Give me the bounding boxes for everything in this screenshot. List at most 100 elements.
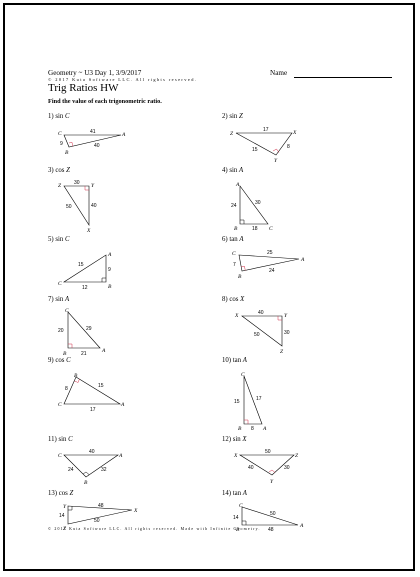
triangle-figure-6: C A B 25 7 24 <box>232 250 305 280</box>
svg-text:18: 18 <box>252 226 258 232</box>
problem-12: 12) sin X <box>222 436 247 443</box>
svg-text:40: 40 <box>258 310 264 316</box>
problem-1: 1) sin C <box>48 113 70 120</box>
svg-text:14: 14 <box>233 515 239 521</box>
svg-text:48: 48 <box>98 503 104 509</box>
svg-text:30: 30 <box>284 465 290 471</box>
svg-text:30: 30 <box>74 180 80 186</box>
triangle-figure-13: Y X Z 48 14 50 <box>59 503 138 532</box>
svg-text:40: 40 <box>91 203 97 209</box>
problem-13: 13) cos Z <box>48 490 74 497</box>
svg-text:C: C <box>58 281 62 287</box>
svg-text:25: 25 <box>267 250 273 256</box>
name-label: Name <box>270 69 288 77</box>
svg-text:8: 8 <box>287 144 290 150</box>
svg-text:X: X <box>234 313 239 319</box>
svg-text:A: A <box>235 182 240 188</box>
svg-text:50: 50 <box>66 204 72 210</box>
svg-text:32: 32 <box>101 467 107 473</box>
svg-text:A: A <box>121 132 126 138</box>
svg-text:B: B <box>65 150 69 156</box>
problem-5: 5) sin C <box>48 236 70 243</box>
svg-text:30: 30 <box>255 200 261 206</box>
svg-text:C: C <box>58 402 62 408</box>
svg-text:Z: Z <box>280 349 284 355</box>
svg-text:50: 50 <box>270 511 276 517</box>
svg-text:C: C <box>58 131 62 137</box>
svg-text:50: 50 <box>94 518 100 524</box>
triangle-figure-2: Z X Y 17 15 8 <box>230 127 297 164</box>
svg-text:X: X <box>133 508 138 514</box>
svg-text:8: 8 <box>65 386 68 392</box>
svg-text:Y: Y <box>91 183 95 189</box>
svg-text:C: C <box>58 453 62 459</box>
problem-4: 4) sin A <box>222 167 244 174</box>
svg-text:50: 50 <box>254 332 260 338</box>
triangle-figure-4: A B C 30 24 18 <box>231 182 273 232</box>
problem-2: 2) sin Z <box>222 113 243 120</box>
triangle-figure-3: Z Y X 30 50 40 <box>58 180 97 234</box>
triangle-figure-12: X Z Y 50 40 30 <box>233 449 299 485</box>
problem-7: 7) sin A <box>48 296 70 303</box>
triangle-figure-1: C A B 41 9 40 <box>58 129 126 156</box>
worksheet-title: Trig Ratios HW <box>48 82 119 94</box>
triangle-figure-9: B C A 8 15 17 <box>58 373 125 413</box>
svg-text:15: 15 <box>98 383 104 389</box>
svg-text:B: B <box>108 284 112 290</box>
svg-text:C: C <box>241 372 245 378</box>
svg-text:17: 17 <box>256 396 262 402</box>
svg-text:A: A <box>299 523 304 529</box>
svg-text:17: 17 <box>90 407 96 413</box>
svg-text:C: C <box>269 226 273 232</box>
triangle-figure-8: X Y Z 40 50 30 <box>234 310 290 355</box>
svg-text:A: A <box>262 426 267 432</box>
svg-text:X: X <box>292 130 297 136</box>
svg-text:C: C <box>65 308 69 314</box>
triangle-figure-5: A C B 15 9 12 <box>58 252 112 291</box>
svg-text:Z: Z <box>295 453 299 459</box>
course-line: Geometry ~ U3 Day 1, 3/9/2017 <box>48 69 142 77</box>
svg-text:24: 24 <box>231 203 237 209</box>
svg-text:B: B <box>74 373 78 379</box>
svg-text:A: A <box>118 453 123 459</box>
problem-6: 6) tan A <box>222 236 244 243</box>
svg-text:40: 40 <box>94 143 100 149</box>
svg-text:B: B <box>234 226 238 232</box>
svg-text:B: B <box>63 351 67 357</box>
svg-text:B: B <box>238 274 242 280</box>
svg-text:Z: Z <box>58 183 62 189</box>
svg-text:48: 48 <box>268 527 274 533</box>
svg-text:9: 9 <box>108 267 111 273</box>
svg-text:50: 50 <box>265 449 271 455</box>
problem-10: 10) tan A <box>222 357 247 364</box>
svg-text:7: 7 <box>233 262 236 268</box>
svg-text:B: B <box>84 480 88 486</box>
triangle-figure-7: C B A 29 20 21 <box>58 308 106 357</box>
svg-text:B: B <box>238 426 242 432</box>
svg-text:8: 8 <box>251 426 254 432</box>
svg-text:Y: Y <box>270 479 274 485</box>
svg-text:Y: Y <box>284 313 288 319</box>
svg-text:29: 29 <box>86 326 92 332</box>
svg-text:Z: Z <box>63 526 67 532</box>
triangle-figure-14: C A B 50 14 48 <box>233 503 304 533</box>
footer-copyright: © 2017 Kuta Software LLC. All rights res… <box>48 527 261 531</box>
svg-text:15: 15 <box>234 399 240 405</box>
svg-text:C: C <box>239 503 243 509</box>
svg-text:Y: Y <box>274 158 278 164</box>
problem-8: 8) cos X <box>222 296 245 303</box>
copyright-text: © 2017 Kuta Software LLC. All rights res… <box>48 77 198 82</box>
svg-text:X: X <box>233 453 238 459</box>
svg-text:17: 17 <box>263 127 269 133</box>
svg-text:A: A <box>101 348 106 354</box>
svg-text:24: 24 <box>68 467 74 473</box>
svg-text:C: C <box>232 251 236 257</box>
svg-text:30: 30 <box>284 330 290 336</box>
problem-9: 9) cos C <box>48 357 71 364</box>
name-field-line[interactable] <box>294 77 392 78</box>
problem-3: 3) cos Z <box>48 167 70 174</box>
svg-text:20: 20 <box>58 328 64 334</box>
svg-text:21: 21 <box>81 351 87 357</box>
svg-text:9: 9 <box>60 141 63 147</box>
svg-text:14: 14 <box>59 513 65 519</box>
